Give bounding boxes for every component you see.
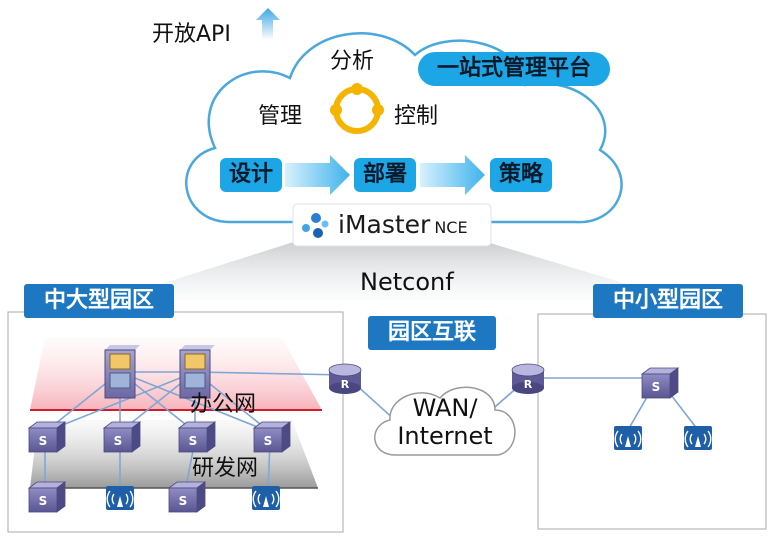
core-switch-1 xyxy=(104,345,140,399)
office-network-plane xyxy=(30,338,322,411)
one-stop-platform-label: 一站式管理平台 xyxy=(418,52,610,86)
netconf-label: Netconf xyxy=(360,268,454,296)
controller-beams xyxy=(110,240,680,300)
step-deploy: 部署 xyxy=(354,158,416,192)
open-api-arrow xyxy=(256,8,280,40)
router-label: R xyxy=(341,378,350,391)
office-network-label: 办公网 xyxy=(190,392,257,417)
switch-label: S xyxy=(179,494,188,508)
access-switch-4: S xyxy=(252,421,292,453)
access-switch-3: S xyxy=(177,421,217,453)
access-switch-7: S xyxy=(640,367,680,399)
small-campus-title: 中小型园区 xyxy=(593,284,743,318)
router-2: R xyxy=(511,363,545,394)
control-label: 控制 xyxy=(394,104,439,129)
access-switch-6: S xyxy=(167,481,207,513)
large-campus-title: 中大型园区 xyxy=(24,284,174,318)
wan-internet-cloud xyxy=(374,386,516,456)
access-switch-5: S xyxy=(27,481,67,513)
rnd-network-label: 研发网 xyxy=(192,456,259,481)
access-point-icon-2 xyxy=(252,486,280,510)
access-switch-1: S xyxy=(27,421,67,453)
switch-label: S xyxy=(114,434,123,448)
wan-label-line2: Internet xyxy=(397,422,493,450)
analytics-cycle-ring xyxy=(330,83,384,134)
step-policy: 策略 xyxy=(490,158,552,192)
access-switch-2: S xyxy=(102,421,142,453)
switch-label: S xyxy=(652,380,661,394)
analysis-label: 分析 xyxy=(330,49,375,74)
switch-label: S xyxy=(264,434,273,448)
wan-label-line1: WAN/ xyxy=(412,394,478,422)
step-arrows xyxy=(285,155,485,195)
core-switch-2 xyxy=(179,345,215,399)
access-switches: S S S S S S S xyxy=(27,367,680,513)
brand-main: iMaster xyxy=(338,210,431,239)
switch-label: S xyxy=(39,434,48,448)
open-api-label: 开放API xyxy=(152,22,231,47)
access-point-icon-3 xyxy=(614,426,642,450)
access-point-icon-1 xyxy=(106,486,134,510)
imaster-nce-badge xyxy=(292,203,492,247)
wireless-access-points xyxy=(106,426,712,510)
switch-label: S xyxy=(189,434,198,448)
brand-suffix: NCE xyxy=(434,218,468,237)
switch-label: S xyxy=(39,494,48,508)
router-label: R xyxy=(524,378,533,391)
campus-interconnect-label: 园区互联 xyxy=(368,316,496,350)
management-label: 管理 xyxy=(258,104,303,129)
router-1: R xyxy=(328,363,362,394)
step-design: 设计 xyxy=(220,158,282,192)
imaster-logo-icon xyxy=(302,213,329,238)
access-point-icon-4 xyxy=(684,426,712,450)
